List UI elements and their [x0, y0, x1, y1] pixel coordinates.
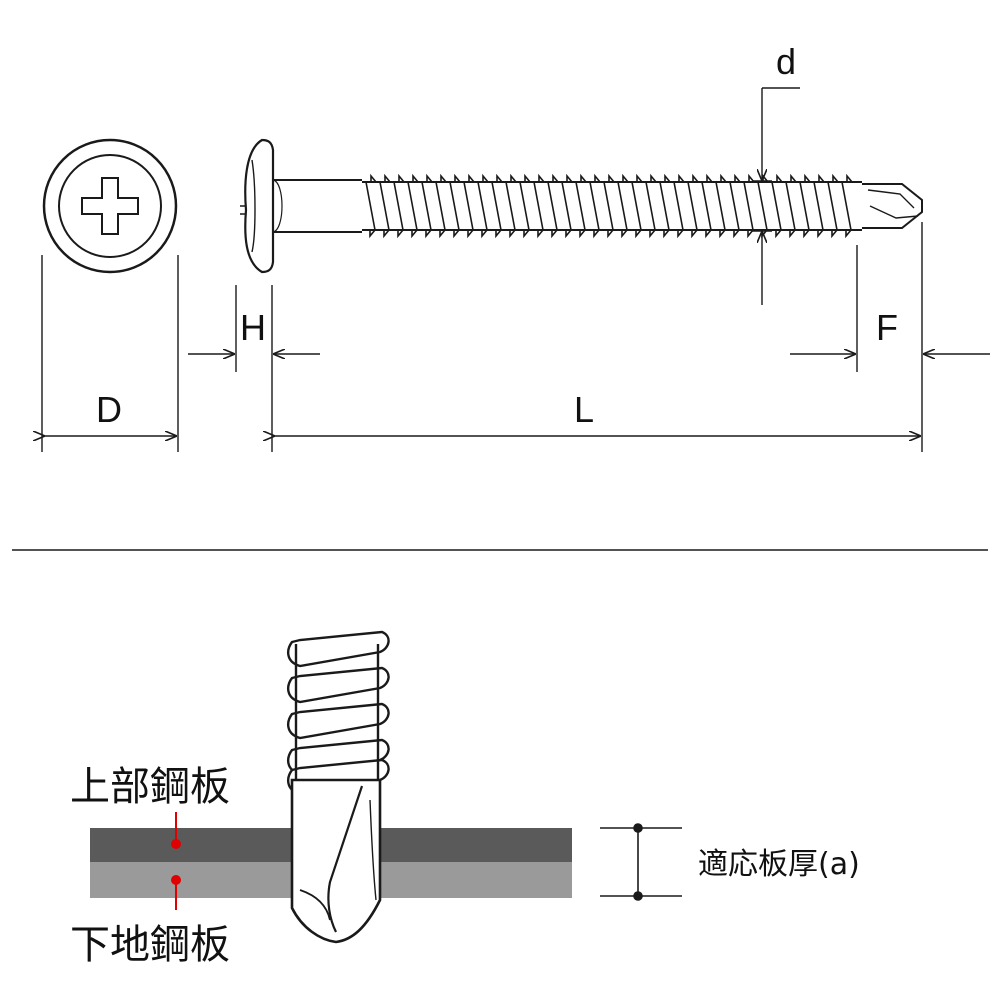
thread-line	[505, 173, 517, 239]
thread-line	[813, 173, 825, 239]
thread-coil	[287, 630, 390, 668]
thread-line	[435, 173, 447, 239]
dim-label-D: D	[96, 389, 122, 430]
thread-line	[659, 173, 671, 239]
dim-label-L: L	[574, 389, 594, 430]
thread-line	[631, 173, 643, 239]
dim-label-d: d	[776, 41, 796, 82]
lower-plate-label: 下地鋼板	[70, 922, 230, 968]
screw-top-view	[42, 138, 178, 274]
thread-line	[617, 173, 629, 239]
thread-line	[365, 173, 377, 239]
thickness-dimension	[600, 823, 682, 901]
thread-line	[757, 173, 769, 239]
thread-line	[785, 173, 797, 239]
dim-label-H: H	[240, 307, 266, 348]
thread-line	[673, 173, 685, 239]
thread-line	[841, 173, 853, 239]
plate-label-markers	[171, 812, 181, 910]
thread-line	[519, 173, 531, 239]
thread-line	[407, 173, 419, 239]
screw-tip-closeup	[287, 630, 390, 944]
thread-line	[533, 173, 545, 239]
thread-coil	[287, 702, 390, 740]
thread-coil	[287, 666, 390, 704]
thread-line	[449, 173, 461, 239]
thread-core	[294, 644, 380, 782]
thread-line	[645, 173, 657, 239]
dimension-lines	[42, 87, 990, 452]
thread-line	[379, 173, 391, 239]
thickness-label: 適応板厚(a)	[698, 847, 860, 882]
thread-line	[729, 173, 741, 239]
thread-line	[715, 173, 727, 239]
thread-line	[603, 173, 615, 239]
thread-line	[771, 173, 783, 239]
thread-line	[477, 173, 489, 239]
thread-line	[491, 173, 503, 239]
dim-label-F: F	[876, 307, 898, 348]
thread-line	[421, 173, 433, 239]
thread-line	[547, 173, 559, 239]
thread-line	[589, 173, 601, 239]
thread-line	[687, 173, 699, 239]
thread-line	[799, 173, 811, 239]
thread-line	[743, 173, 755, 239]
thread-line	[393, 173, 405, 239]
thread-line	[561, 173, 573, 239]
thread-line	[701, 173, 713, 239]
screw-side-view	[240, 138, 923, 274]
upper-plate-label: 上部鋼板	[70, 764, 230, 810]
thread-line	[575, 173, 587, 239]
phillips-recess	[81, 177, 139, 235]
thread-line	[827, 173, 839, 239]
thread-line	[463, 173, 475, 239]
